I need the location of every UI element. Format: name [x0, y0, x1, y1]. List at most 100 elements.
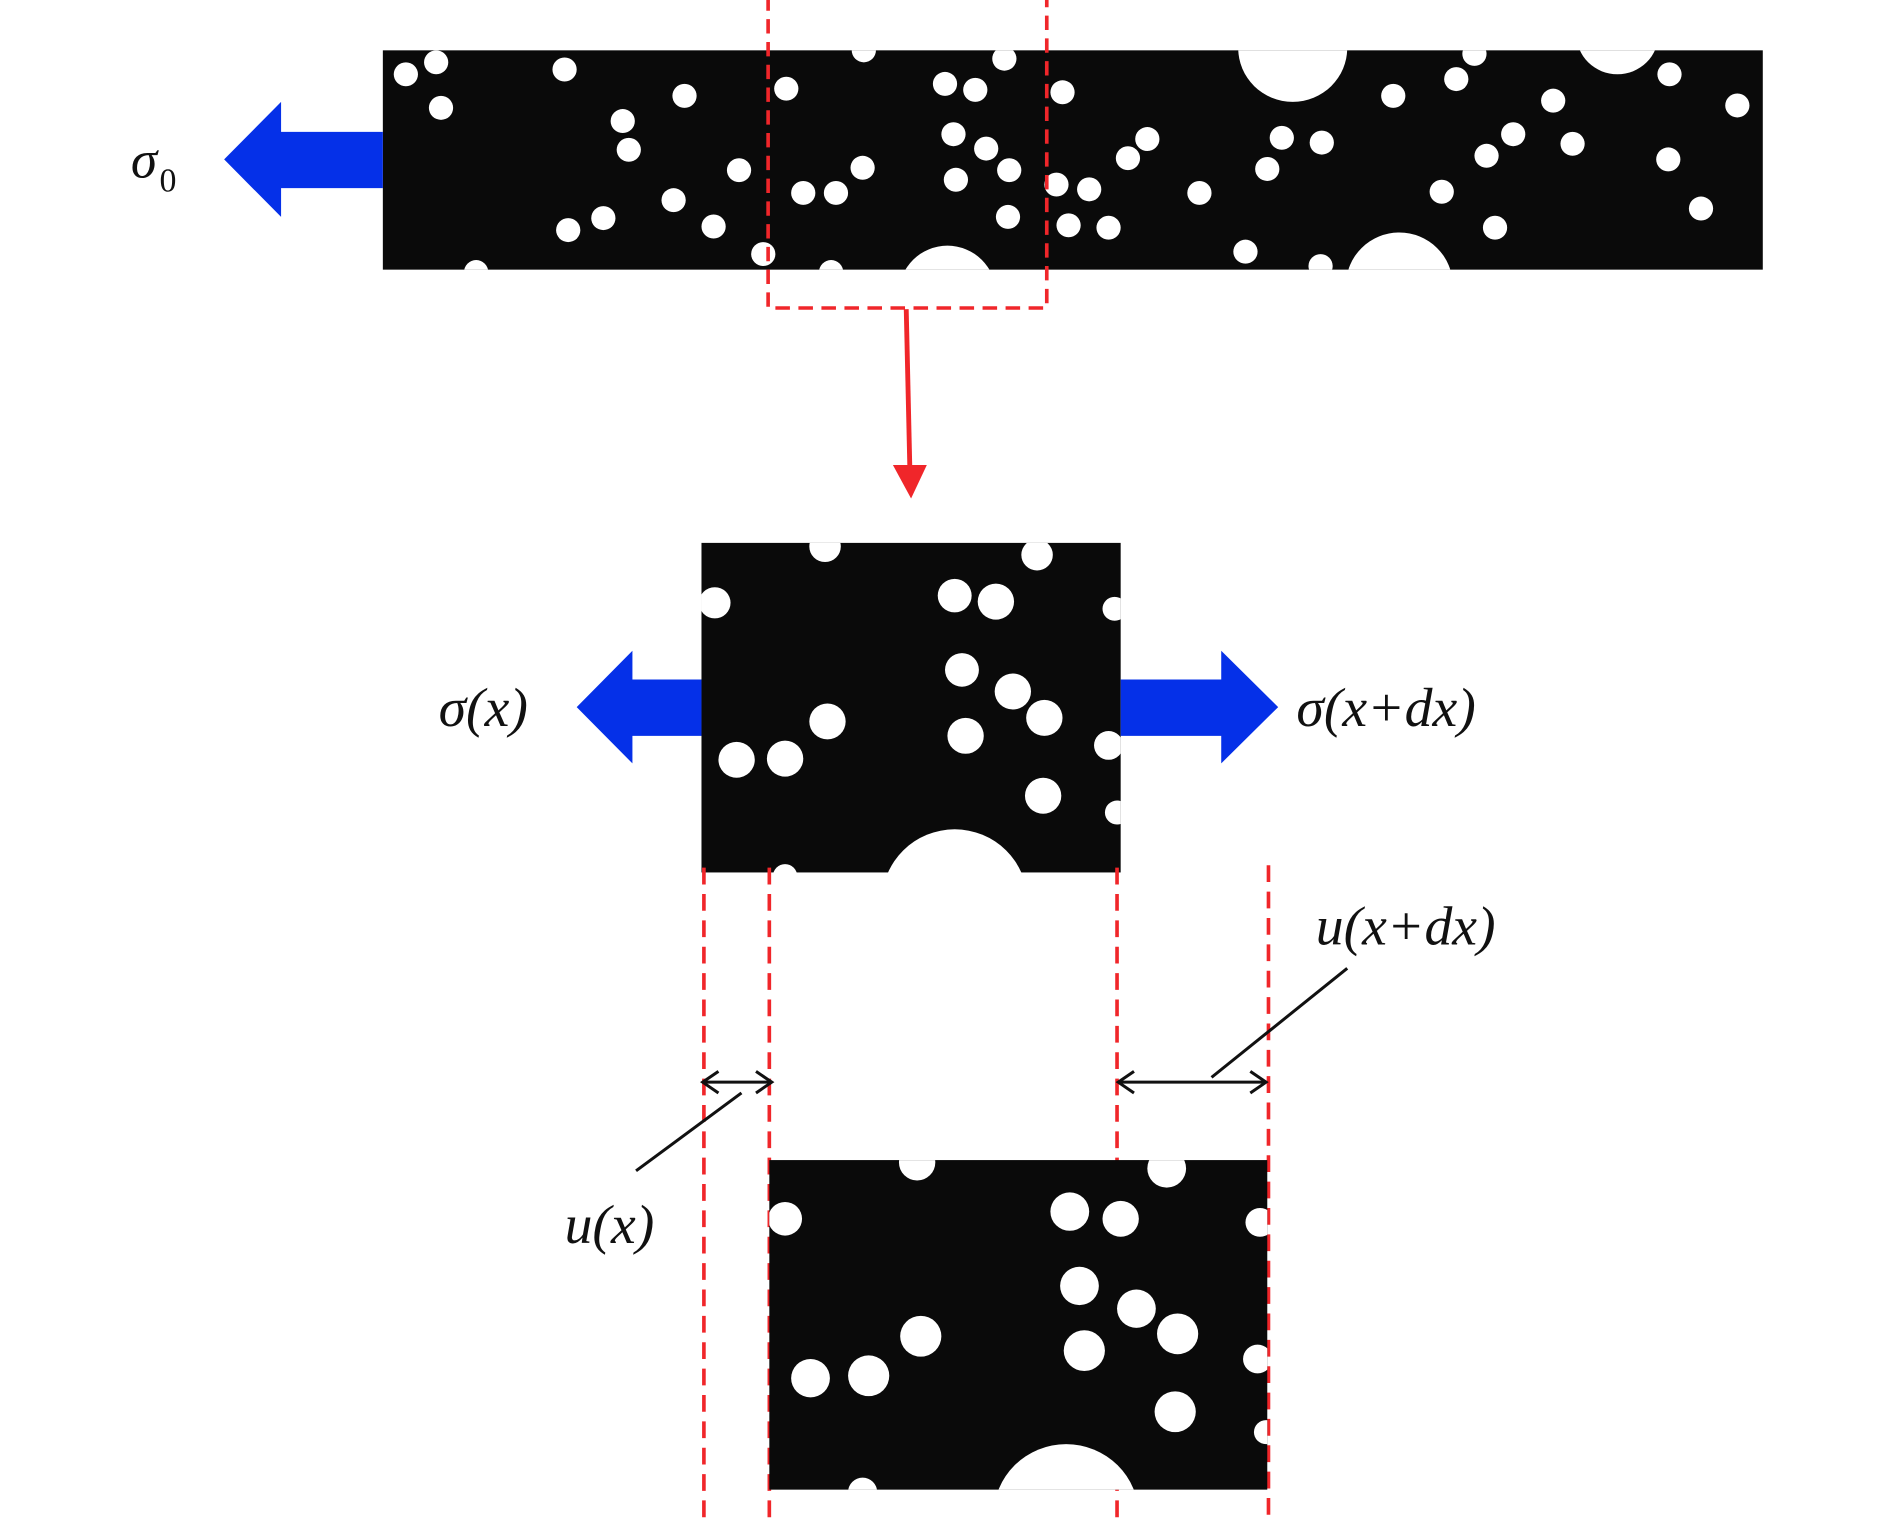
particle	[769, 1202, 803, 1236]
particle	[774, 76, 799, 101]
particle	[1579, 50, 1655, 75]
particle	[1077, 177, 1102, 202]
particle	[1157, 1313, 1199, 1355]
particle	[1238, 50, 1348, 102]
sigma-x-dx-label: σ(x+dx)	[1296, 678, 1475, 739]
particle	[661, 188, 686, 213]
particle	[1656, 147, 1681, 172]
particle	[905, 245, 990, 270]
particle	[1117, 1289, 1156, 1328]
particle	[1021, 542, 1053, 571]
stress-arrow-right-icon	[1120, 650, 1279, 764]
particle	[591, 206, 616, 231]
particle	[1233, 239, 1258, 264]
particle	[937, 578, 972, 613]
particle	[610, 109, 635, 134]
particle	[393, 62, 418, 87]
particle	[941, 122, 966, 147]
particle	[1060, 1266, 1099, 1306]
particle	[1348, 232, 1451, 270]
particle	[823, 180, 849, 205]
particle	[1444, 67, 1469, 92]
particle	[974, 136, 999, 161]
particle	[726, 158, 752, 183]
particle	[1657, 62, 1682, 87]
particle	[1147, 1160, 1187, 1188]
sigma0-label: σ0	[131, 132, 177, 200]
u-x-dx-leader	[1210, 967, 1349, 1079]
displacement-arrows	[635, 967, 1349, 1173]
u-x-dx-label: u(x+dx)	[1316, 896, 1496, 957]
particles-bottom	[769, 1160, 1268, 1490]
particle	[1462, 50, 1487, 66]
particle	[424, 50, 449, 75]
particle	[1102, 1200, 1139, 1237]
particle	[1482, 215, 1508, 240]
particle	[851, 50, 876, 63]
particle	[947, 717, 984, 754]
particle	[1560, 131, 1585, 156]
particle	[556, 218, 581, 243]
particle	[1050, 80, 1075, 105]
particle	[1056, 213, 1081, 238]
particle	[616, 137, 641, 162]
particle	[1104, 800, 1121, 825]
particle	[943, 167, 969, 192]
load-arrow-left-icon	[224, 101, 383, 217]
zoom-arrow-head-icon	[892, 464, 927, 499]
particle	[1725, 93, 1750, 118]
particle	[809, 542, 841, 563]
particle	[1308, 254, 1333, 270]
particle	[888, 829, 1022, 873]
u-x-label: u(x)	[565, 1194, 655, 1255]
particle	[994, 673, 1032, 710]
particle	[766, 740, 804, 777]
u-x-leader	[635, 1091, 743, 1173]
particle	[701, 587, 731, 619]
particle	[751, 242, 776, 267]
particle	[1096, 215, 1121, 240]
particle	[848, 1477, 877, 1490]
particle	[995, 204, 1021, 229]
particle	[1050, 1192, 1090, 1231]
zoom-arrow-shaft	[903, 309, 913, 470]
particle	[1044, 172, 1069, 197]
particle	[900, 1315, 942, 1357]
particle	[773, 864, 797, 873]
particle	[701, 214, 726, 239]
composite-bar	[382, 50, 1763, 270]
particle	[1024, 777, 1062, 814]
stress-arrow-left-icon	[576, 650, 702, 764]
particle	[932, 71, 958, 96]
particle	[1187, 180, 1212, 205]
particle	[1243, 1344, 1268, 1374]
particle	[1253, 1420, 1268, 1445]
particle	[1309, 130, 1334, 155]
matrix-rect	[382, 50, 1763, 270]
particle	[552, 57, 577, 82]
particle	[977, 583, 1015, 620]
particle	[1381, 83, 1406, 108]
particle	[1063, 1330, 1105, 1371]
particle	[992, 50, 1017, 71]
particle	[1115, 146, 1141, 171]
particle	[1094, 731, 1121, 760]
particle	[1135, 127, 1160, 152]
particle	[1474, 143, 1499, 168]
particle	[819, 260, 843, 270]
particle	[428, 95, 454, 120]
particle	[1255, 156, 1280, 181]
particle	[1245, 1208, 1268, 1237]
particle	[672, 83, 697, 108]
sigma-x-label: σ(x)	[439, 678, 528, 739]
particle	[1102, 596, 1121, 621]
particle	[718, 741, 755, 778]
particle	[1688, 196, 1714, 221]
particle	[1154, 1391, 1196, 1433]
particle	[1501, 122, 1526, 147]
particles-top	[393, 50, 1750, 270]
particle	[963, 77, 988, 102]
element-before	[701, 542, 1121, 873]
